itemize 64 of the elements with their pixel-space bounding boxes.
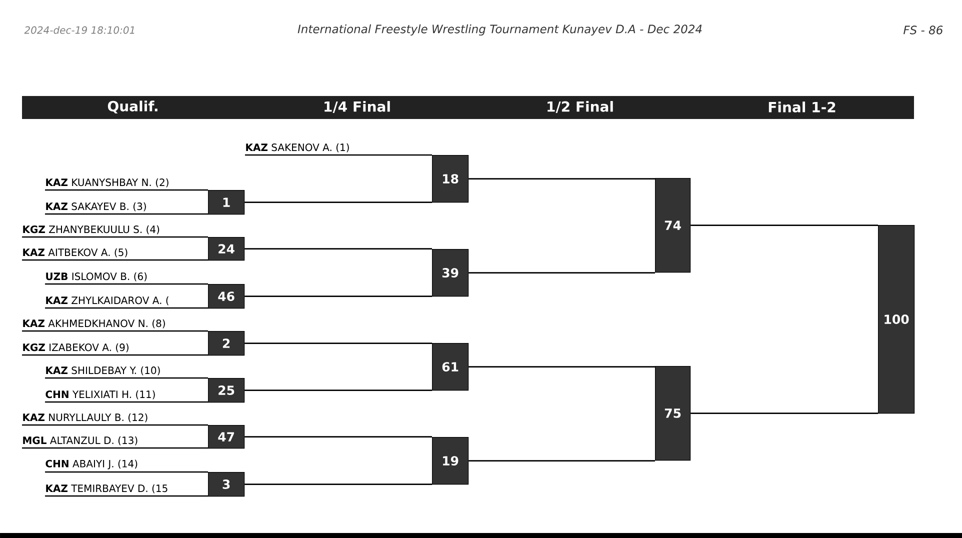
bracket-line [244, 484, 432, 485]
bracket-line [468, 178, 655, 180]
competitor-name: CHN ABAIYI J. (14) [46, 460, 138, 470]
match-box: 3 [208, 472, 245, 497]
bracket-line [244, 390, 432, 391]
bracket-line [22, 236, 208, 238]
round-heading: Qualif. [108, 100, 158, 114]
competitor-name: KAZ SAKAYEV B. (3) [46, 202, 146, 212]
match-box: 75 [655, 366, 691, 461]
bracket-line [244, 296, 432, 297]
bracket-line [468, 272, 655, 274]
match-box: 1 [208, 190, 245, 215]
match-box: 74 [655, 178, 691, 273]
competitor-name: KAZ SHILDEBAY Y. (10) [46, 366, 160, 376]
bracket-line [45, 495, 208, 497]
bracket-line [45, 401, 208, 403]
competitor-name: KAZ AKHMEDKHANOV N. (8) [23, 319, 165, 328]
bracket-line [690, 224, 878, 226]
weight-class: FS - 86 [904, 26, 943, 34]
match-box: 18 [432, 155, 469, 203]
match-box: 46 [208, 284, 245, 309]
bracket-line [244, 436, 432, 438]
bracket-line [690, 412, 878, 414]
competitor-name: KGZ ZHANYBEKUULU S. (4) [23, 225, 160, 234]
match-box: 19 [432, 437, 469, 485]
competitor-name: KAZ TEMIRBAYEV D. (15 [46, 484, 168, 494]
bracket-line [45, 307, 208, 309]
bracket-line [244, 202, 432, 203]
round-heading: Final 1-2 [768, 102, 836, 112]
bracket-line [244, 248, 432, 250]
round-heading: 1/2 Final [548, 101, 613, 113]
competitor-name: KAZ AITBEKOV A. (5) [23, 248, 128, 258]
match-box: 39 [432, 249, 469, 297]
bracket-line [468, 366, 655, 368]
bracket-line [45, 213, 208, 215]
bracket-line [45, 471, 208, 473]
bracket-line [45, 189, 208, 191]
bracket-line [468, 460, 655, 462]
competitor-name: UZB ISLOMOV B. (6) [46, 272, 147, 282]
bracket-line [45, 377, 208, 379]
bracket-line [45, 283, 208, 285]
bracket-line [22, 447, 208, 449]
match-box: 100 [878, 225, 915, 414]
bracket-line [22, 330, 208, 332]
round-heading: 1/4 Final [324, 101, 390, 113]
competitor-name: KAZ KUANYSHBAY N. (2) [46, 178, 168, 188]
title: International Freestyle Wrestling Tournament Kunayev D.A - Dec 2024 [298, 24, 702, 36]
competitor-name: CHN YELIXIATI H. (11) [46, 390, 155, 400]
bracket-line [244, 342, 432, 344]
match-box: 47 [208, 425, 245, 449]
timestamp: 2024-dec-19 18:10:01 [24, 26, 134, 34]
competitor-name: KAZ ZHYLKAIDAROV A. ( [46, 296, 168, 306]
match-box: 25 [208, 378, 245, 403]
bracket-line [245, 154, 432, 156]
match-box: 24 [208, 237, 245, 261]
bracket-line [22, 354, 208, 356]
match-box: 61 [432, 343, 469, 391]
match-box: 2 [208, 331, 245, 356]
competitor-name: MGL ALTANZUL D. (13) [23, 436, 138, 446]
bracket-line [22, 424, 208, 426]
competitor-name: KAZ NURYLLAULY B. (12) [23, 413, 148, 422]
competitor-name: KGZ IZABEKOV A. (9) [23, 343, 128, 352]
bracket-line [22, 259, 208, 261]
competitor-name: KAZ SAKENOV A. (1) [246, 143, 349, 152]
